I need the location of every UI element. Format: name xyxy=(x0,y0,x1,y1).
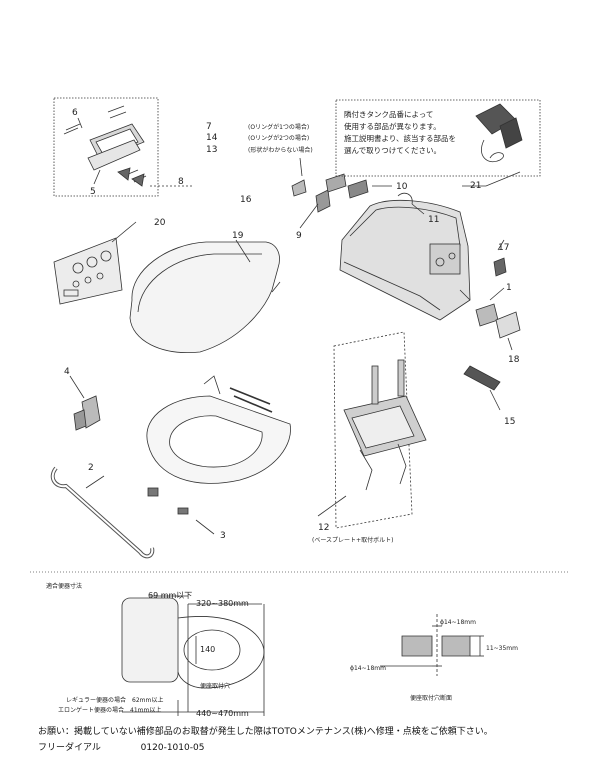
part-label-15: 15 xyxy=(504,417,515,427)
tank-note-line-4: 選んで取りつけてください。 xyxy=(344,146,441,155)
part-label-17: 17 xyxy=(498,243,509,253)
dim-440-470: 440~470mm xyxy=(196,709,249,718)
part-label-21: 21 xyxy=(470,181,481,191)
tank-note-box xyxy=(335,99,541,177)
part-label-9: 9 xyxy=(296,231,302,241)
part-label-16: 16 xyxy=(240,195,252,205)
base-plate-drawing xyxy=(343,359,427,491)
washlet-main-unit-drawing xyxy=(339,199,471,321)
elongated-bowl-dim: エロンゲート便器の場合 41mm以上 xyxy=(58,706,161,714)
base-plate-label: (ベースプレート+取付ボルト) xyxy=(312,536,393,544)
freedial-label: フリーダイアル xyxy=(38,743,101,753)
dim-69: 69 mm以下 xyxy=(148,591,192,600)
part-label-11: 11 xyxy=(428,215,439,225)
part-label-7: 7 xyxy=(206,122,212,132)
small-parts-drawing xyxy=(291,157,425,229)
part-label-10: 10 xyxy=(396,182,408,192)
toilet-seat-drawing xyxy=(146,375,291,515)
part-label-6: 6 xyxy=(72,108,78,118)
fit-dimension-drawing xyxy=(121,595,265,716)
water-hose-drawing xyxy=(50,466,155,559)
repair-request-note: お願い：掲載していない補修部品のお取替が発生した際はTOTOメンテナンス(株)へ… xyxy=(38,727,493,737)
tank-note: 隣付きタンク品番によって 使用する部品が異なります。 施工説明書より、該当する部… xyxy=(344,109,462,157)
part-label-1: 1 xyxy=(506,283,512,293)
oring-note-13: (形状がわからない場合) xyxy=(248,146,313,154)
part-label-8: 8 xyxy=(178,177,184,187)
part-label-13: 13 xyxy=(206,145,217,155)
oring-note-7: (Oリングが1つの場合) xyxy=(248,123,309,131)
part-label-18: 18 xyxy=(508,355,520,365)
part-label-14: 14 xyxy=(206,133,218,143)
seat-hole-label: 便座取付穴 xyxy=(200,682,230,690)
part-label-2: 2 xyxy=(88,463,94,473)
oring-note-14: (Oリングが2つの場合) xyxy=(248,134,309,142)
part-label-4: 4 xyxy=(64,367,70,377)
remote-holder-plate-drawing xyxy=(63,105,147,187)
regular-bowl-dim: レギュラー便器の場合 62mm以上 xyxy=(66,696,163,704)
tank-note-line-2: 使用する部品が異なります。 xyxy=(344,122,441,131)
mounting-frame-box xyxy=(53,97,159,197)
hole-diameter-top: ϕ14~18mm xyxy=(440,619,476,626)
tank-parts-drawing xyxy=(475,103,523,163)
part-label-19: 19 xyxy=(232,231,244,241)
hole-section-drawing xyxy=(380,614,484,676)
remote-control-drawing xyxy=(53,237,123,305)
fit-dimensions-title: 適合便器寸法 xyxy=(46,582,82,590)
tank-note-line-3: 施工説明書より、該当する部品を xyxy=(344,134,457,143)
part-label-12: 12 xyxy=(318,523,329,533)
hole-diameter-bottom: ϕ14~18mm xyxy=(350,665,386,672)
part-label-3: 3 xyxy=(220,531,226,541)
hole-section-label: 便座取付穴断面 xyxy=(410,694,452,702)
freedial-row: フリーダイアル 0120-1010-05 xyxy=(38,740,204,753)
base-plate-box xyxy=(333,331,413,529)
hole-thickness: 11~35mm xyxy=(486,645,518,652)
dim-140: 140 xyxy=(200,645,215,654)
toilet-lid-drawing xyxy=(129,241,281,354)
branch-valve-drawing xyxy=(73,395,101,431)
dim-320-380: 320~380mm xyxy=(196,599,249,608)
freedial-number: 0120-1010-05 xyxy=(140,743,205,753)
part-label-5: 5 xyxy=(90,187,96,197)
tank-note-line-1: 隣付きタンク品番によって xyxy=(344,110,434,119)
part-label-20: 20 xyxy=(154,218,166,228)
